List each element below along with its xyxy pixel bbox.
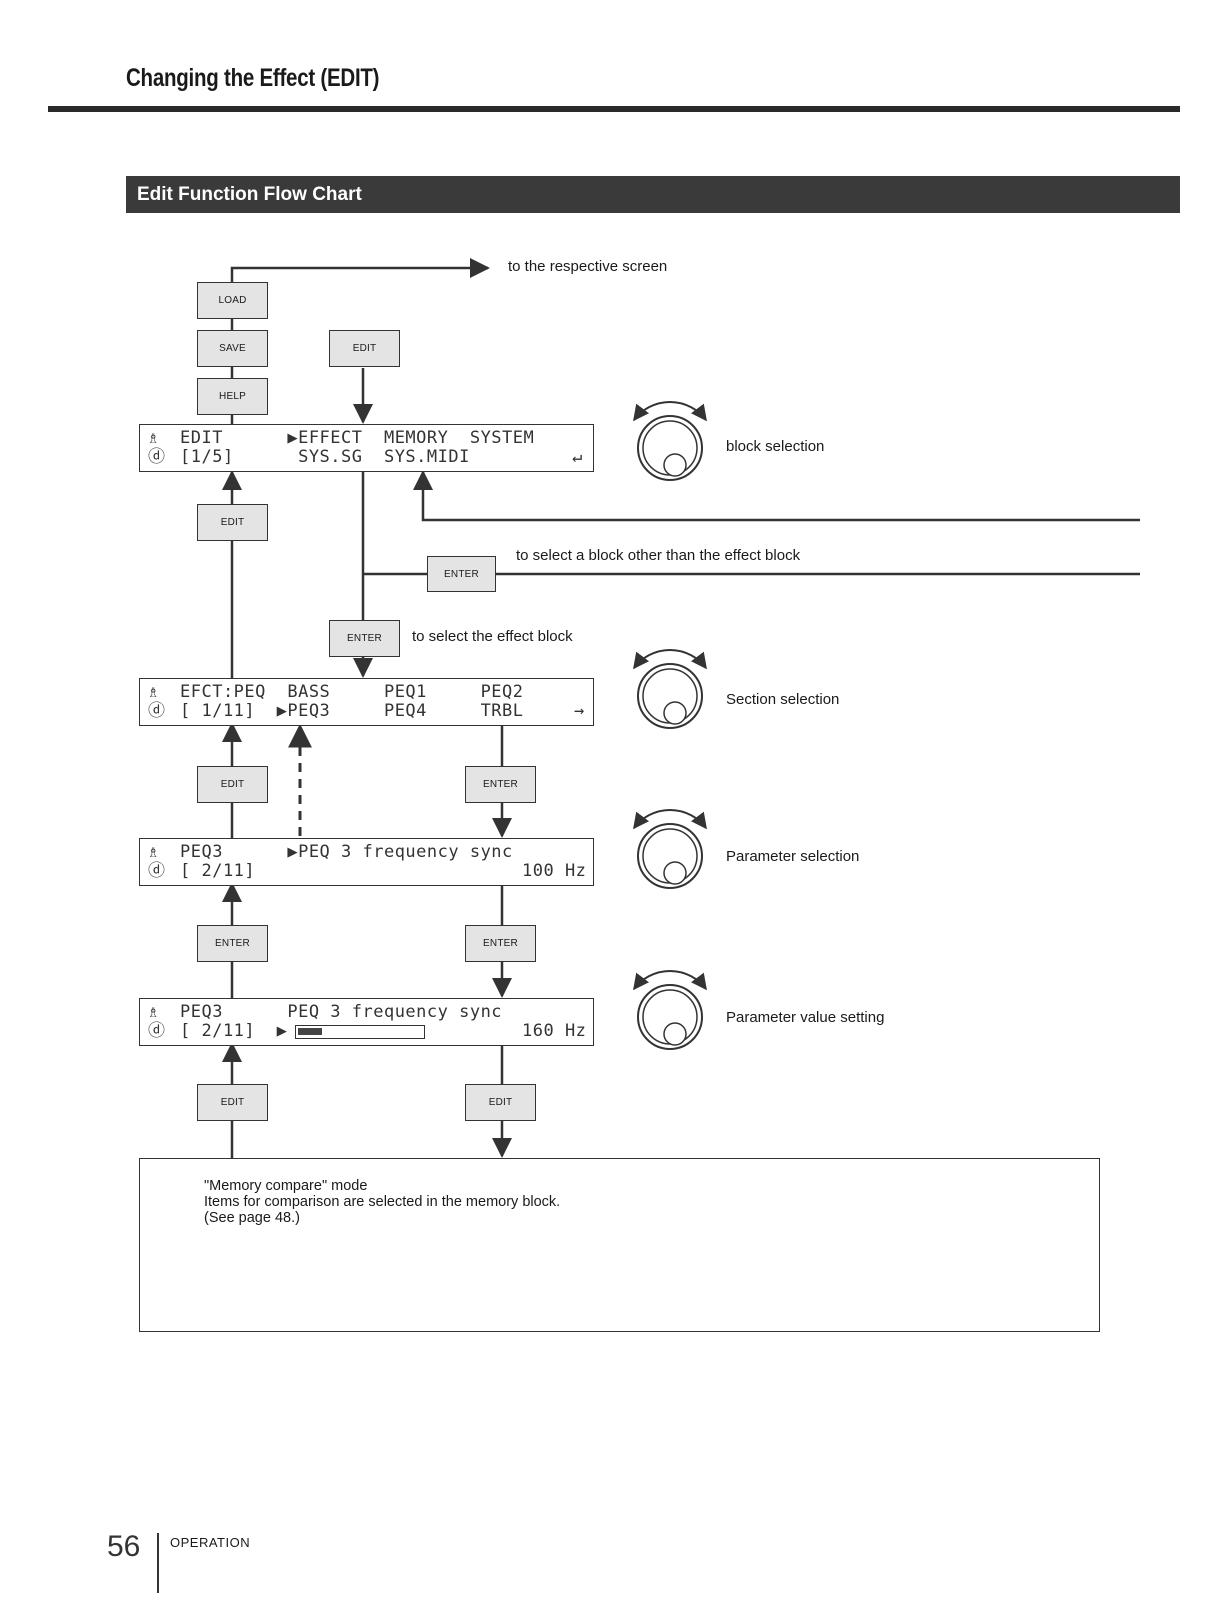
- memory-compare-box: [139, 1158, 1100, 1332]
- lcd-value: 100 Hz: [522, 861, 587, 881]
- lcd-icon: ♗: [148, 1002, 159, 1022]
- dial-section-icon: [633, 649, 707, 729]
- lcd-value: 160 Hz: [522, 1021, 587, 1041]
- note-effect-block: to select the effect block: [412, 628, 573, 645]
- footer-rule: [157, 1533, 159, 1593]
- load-button[interactable]: LOAD: [197, 282, 268, 319]
- lcd-icon: ⓓ: [148, 701, 166, 721]
- edit-button[interactable]: EDIT: [197, 1084, 268, 1121]
- memory-compare-text: "Memory compare" mode Items for comparis…: [204, 1178, 560, 1226]
- edit-button[interactable]: EDIT: [197, 766, 268, 803]
- dial-block-icon: [633, 401, 707, 481]
- lcd-parameter-screen: ♗ ⓓ PEQ3 ▶PEQ 3 frequency sync [ 2/11] 1…: [139, 838, 594, 886]
- lcd-line-1: PEQ3 ▶PEQ 3 frequency sync: [180, 842, 513, 862]
- edit-button[interactable]: EDIT: [329, 330, 400, 367]
- lcd-icon: ♗: [148, 428, 159, 448]
- page-number: 56: [107, 1530, 141, 1563]
- section-heading: Edit Function Flow Chart: [126, 176, 1180, 213]
- memory-compare-desc: Items for comparison are selected in the…: [204, 1194, 561, 1210]
- lcd-line-2: [ 1/11] ▶PEQ3 PEQ4 TRBL: [180, 701, 524, 721]
- lcd-line-1: PEQ3 PEQ 3 frequency sync: [180, 1002, 503, 1022]
- right-arrow-icon: →: [574, 701, 585, 721]
- lcd-line-2: [ 2/11] ▶: [180, 1021, 288, 1041]
- page-title: Changing the Effect (EDIT): [126, 64, 380, 92]
- note-respective-screen: to the respective screen: [508, 258, 668, 275]
- memory-compare-title: "Memory compare" mode: [204, 1178, 368, 1194]
- lcd-edit-screen: ♗ ⓓ EDIT ▶EFFECT MEMORY SYSTEM [1/5] SYS…: [139, 424, 594, 472]
- memory-compare-ref: (See page 48.): [204, 1210, 300, 1226]
- line-to-respective: [230, 258, 490, 424]
- lcd-icon: ⓓ: [148, 447, 166, 467]
- value-bar-fill: [298, 1028, 322, 1035]
- save-button[interactable]: SAVE: [197, 330, 268, 367]
- lcd-line-1: EDIT ▶EFFECT MEMORY SYSTEM: [180, 428, 535, 448]
- edit-button[interactable]: EDIT: [197, 504, 268, 541]
- lcd-icon: ♗: [148, 842, 159, 862]
- lcd-line-2: [ 2/11]: [180, 861, 256, 881]
- lcd-line-1: EFCT:PEQ BASS PEQ1 PEQ2: [180, 682, 524, 702]
- enter-button[interactable]: ENTER: [197, 925, 268, 962]
- lcd-icon: ♗: [148, 682, 159, 702]
- help-button[interactable]: HELP: [197, 378, 268, 415]
- enter-button[interactable]: ENTER: [329, 620, 400, 657]
- dial-parameter-label: Parameter selection: [726, 848, 860, 865]
- footer-section: OPERATION: [170, 1535, 251, 1550]
- dial-parameter-icon: [633, 809, 707, 889]
- lcd-value-screen: ♗ ⓓ PEQ3 PEQ 3 frequency sync [ 2/11] ▶ …: [139, 998, 594, 1046]
- edit-button[interactable]: EDIT: [465, 1084, 536, 1121]
- enter-button[interactable]: ENTER: [427, 556, 496, 592]
- return-arrow-icon: ↵: [572, 447, 583, 467]
- enter-button[interactable]: ENTER: [465, 925, 536, 962]
- lcd-line-2: [1/5] SYS.SG SYS.MIDI: [180, 447, 470, 467]
- dial-value-label: Parameter value setting: [726, 1009, 885, 1026]
- dial-section-label: Section selection: [726, 691, 840, 708]
- enter-button[interactable]: ENTER: [465, 766, 536, 803]
- dial-block-label: block selection: [726, 438, 825, 455]
- note-other-block: to select a block other than the effect …: [516, 547, 801, 564]
- line-block-return: [413, 470, 1140, 522]
- value-bar[interactable]: [295, 1025, 425, 1039]
- lcd-icon: ⓓ: [148, 861, 166, 881]
- lcd-effect-screen: ♗ ⓓ EFCT:PEQ BASS PEQ1 PEQ2 [ 1/11] ▶PEQ…: [139, 678, 594, 726]
- dial-value-icon: [633, 970, 707, 1050]
- title-rule: [48, 106, 1180, 112]
- lcd-icon: ⓓ: [148, 1021, 166, 1041]
